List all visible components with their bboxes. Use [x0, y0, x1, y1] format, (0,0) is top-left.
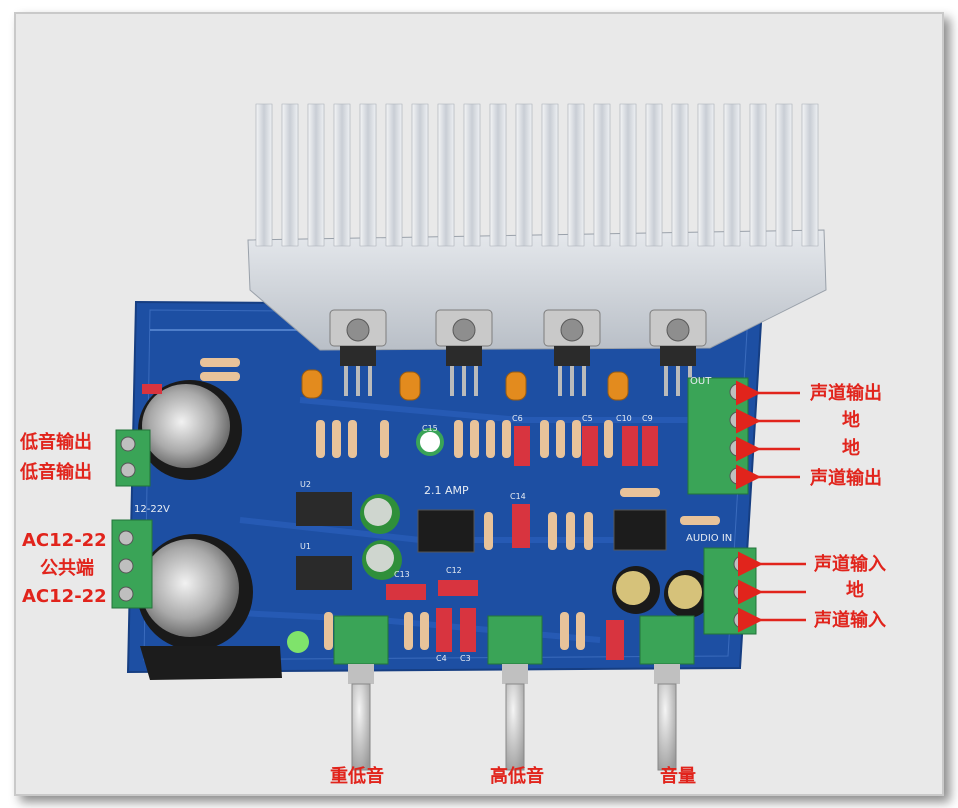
label-ground-2: 地	[842, 438, 860, 459]
label-ac-input-1: AC12-22	[22, 530, 107, 551]
label-subwoofer: 重低音	[330, 766, 384, 787]
mount-bracket	[140, 646, 282, 680]
op-amp-chips	[296, 492, 667, 590]
label-channel-input-1: 声道输入	[814, 554, 886, 575]
gold-capacitors	[612, 566, 712, 618]
silk-amp-label: 2.1 AMP	[424, 484, 469, 497]
silk-ref-c12: C12	[446, 566, 462, 575]
label-channel-input-2: 声道输入	[814, 610, 886, 631]
silk-ref-u2: U2	[300, 480, 311, 489]
silk-out-label: OUT	[690, 376, 712, 387]
silk-ref-c10: C10	[616, 414, 632, 423]
resistor-array	[200, 358, 720, 650]
label-ground-1: 地	[842, 410, 860, 431]
label-treble: 高低音	[490, 766, 544, 787]
label-bass-output-2: 低音输出	[20, 462, 92, 483]
power-transistors	[329, 309, 707, 396]
label-channel-output-1: 声道输出	[810, 383, 882, 404]
silk-power-label: 12-22V	[134, 504, 170, 515]
label-ground-3: 地	[846, 580, 864, 601]
silk-ref-c5: C5	[582, 414, 593, 423]
green-capacitors	[360, 494, 402, 580]
label-bass-output-1: 低音输出	[20, 432, 92, 453]
silk-ref-c15: C15	[422, 424, 438, 433]
film-capacitors	[142, 384, 658, 660]
label-volume: 音量	[660, 766, 696, 787]
label-channel-output-2: 声道输出	[810, 468, 882, 489]
silk-ref-c9: C9	[642, 414, 653, 423]
label-common: 公共端	[40, 558, 94, 579]
potentiometers	[333, 615, 695, 771]
silk-ref-c3: C3	[460, 654, 471, 663]
annotation-arrows	[736, 380, 806, 633]
small-capacitors	[287, 369, 629, 653]
label-ac-input-2: AC12-22	[22, 586, 107, 607]
silk-ref-c14: C14	[510, 492, 526, 501]
silk-ref-u1: U1	[300, 542, 311, 551]
silk-ref-c4: C4	[436, 654, 447, 663]
filter-capacitors	[137, 380, 253, 650]
silk-ref-c6: C6	[512, 414, 523, 423]
silk-ref-c13: C13	[394, 570, 410, 579]
silk-audio-in-label: AUDIO IN	[686, 533, 733, 544]
